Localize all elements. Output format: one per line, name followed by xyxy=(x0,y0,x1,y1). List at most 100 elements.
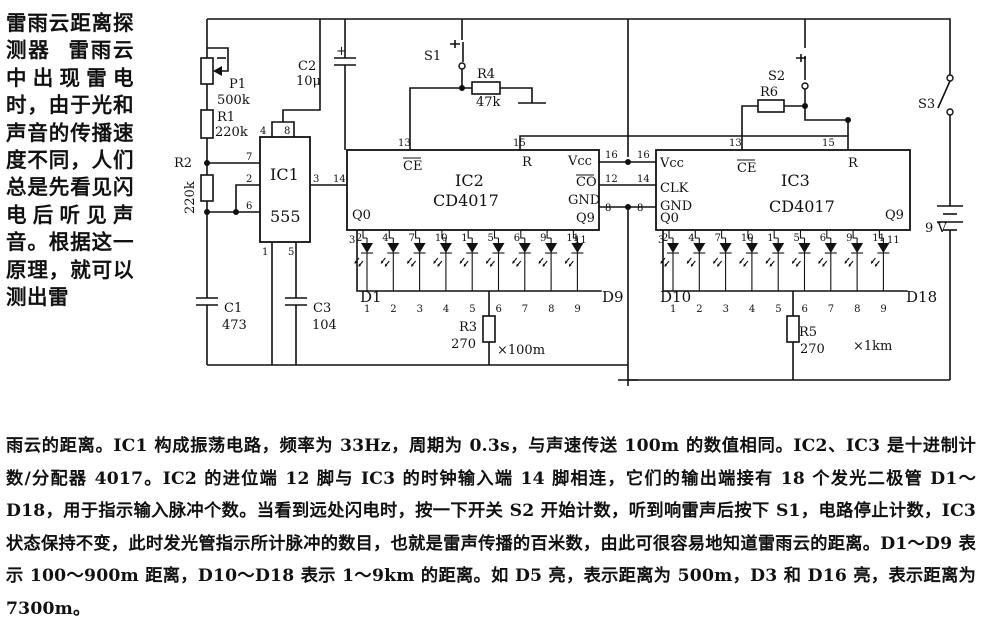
p1-label: P1 xyxy=(229,77,246,92)
ic3-pin-label: 4 xyxy=(688,233,694,244)
ic3-pin-label: 5 xyxy=(794,233,800,244)
c2-value: 10μ xyxy=(296,74,321,89)
ic3-led-number: 4 xyxy=(749,304,755,315)
resistor-r5: R5 270 xyxy=(786,291,825,380)
p1-value: 500k xyxy=(217,93,250,108)
resistor-r1: R1 220k xyxy=(200,109,248,163)
s1-label: S1 xyxy=(424,49,441,64)
switch-s3: S3 xyxy=(918,74,954,206)
resistor-r2: R2 220k xyxy=(174,156,214,214)
r5-value: 270 xyxy=(800,342,825,357)
ic1-pin6: 6 xyxy=(246,201,252,212)
resistor-r6: R6 xyxy=(757,85,785,113)
ic1-pin1: 1 xyxy=(262,247,268,258)
ic3-pin-label: 1 xyxy=(767,233,773,244)
ic2-q0-label: Q0 xyxy=(352,208,371,223)
ic1-pin2: 2 xyxy=(246,174,252,185)
ic2-pin-label: 1 xyxy=(461,233,467,244)
ic2-pin-label: 10 xyxy=(435,233,448,244)
capacitor-c3: C3 104 xyxy=(285,297,337,365)
circuit-diagram: P1 500k R1 220k R2 220k C1 473 IC1 555 4… xyxy=(174,18,963,386)
ic3-led-number: 5 xyxy=(775,304,781,315)
ic3-pin-label: 10 xyxy=(741,233,754,244)
s3-label: S3 xyxy=(918,97,935,112)
ic3-led-number: 2 xyxy=(696,304,702,315)
c3-value: 104 xyxy=(312,318,337,333)
resistor-r4: R4 47k xyxy=(471,67,546,110)
r2-value: 220k xyxy=(183,181,198,214)
scale-left: ×100m xyxy=(497,343,545,358)
ic3-pin14: 14 xyxy=(637,174,650,185)
switch-s1: S1 xyxy=(424,19,466,88)
ic1-pin4: 4 xyxy=(260,126,266,137)
ic2-pin-label: 9 xyxy=(540,233,546,244)
ic3-led-number: 7 xyxy=(828,304,834,315)
ic3-led-number: 9 xyxy=(880,304,886,315)
s2-label: S2 xyxy=(768,69,785,84)
ic1-pin8: 8 xyxy=(284,126,290,137)
ic2-led-number: 9 xyxy=(574,304,580,315)
switch-s2: S2 xyxy=(768,19,809,106)
r4-value: 47k xyxy=(476,95,501,110)
ic3-ce-label: CE xyxy=(737,161,756,176)
c1-label: C1 xyxy=(224,301,242,316)
ic1-part: 555 xyxy=(270,207,301,226)
ic3-pin-label: 9 xyxy=(846,233,852,244)
ic2-led-number: 5 xyxy=(469,304,475,315)
ic2-q9-label: Q9 xyxy=(576,211,595,226)
ic2-pin14: 14 xyxy=(333,174,346,185)
ic3-q0-label: Q0 xyxy=(660,211,679,226)
ic3-cd4017: IC3 CD4017 CE R Vcc CLK GND Q0 Q9 13 15 … xyxy=(637,138,911,246)
r3-label: R3 xyxy=(459,320,477,335)
ic3-clk-label: CLK xyxy=(660,181,689,196)
svg-text:+: + xyxy=(336,44,347,59)
ic2-led-number: 2 xyxy=(390,304,396,315)
ic2-led-number: 7 xyxy=(522,304,528,315)
r1-value: 220k xyxy=(215,125,248,140)
resistor-r3: R3 270 xyxy=(451,291,496,365)
ic2-pin-label: 7 xyxy=(409,233,415,244)
ic3-part: CD4017 xyxy=(769,197,835,216)
ic3-pin3: 3 xyxy=(658,235,664,246)
ic2-pin12: 12 xyxy=(605,174,618,185)
ic1-pin7: 7 xyxy=(246,152,252,163)
ic3-pin-label: 11 xyxy=(872,233,885,244)
ic2-co-label: CO xyxy=(576,175,597,190)
ic3-r-label: R xyxy=(848,156,859,171)
side-paragraph-body: 雷雨云中出现雷电时，由于光和声音的传播速度不同，人们总是先看见闪电后听见声音。根… xyxy=(6,38,135,310)
ic2-pin-label: 6 xyxy=(514,233,520,244)
ic3-vcc-label: Vcc xyxy=(659,156,684,171)
ic2-pin3: 3 xyxy=(349,235,355,246)
ic3-led-number: 3 xyxy=(723,304,729,315)
ic2-pin-label: 4 xyxy=(382,233,388,244)
ic3-pin16: 16 xyxy=(637,150,650,161)
ic3-gnd-label: GND xyxy=(660,199,692,214)
ic2-pin8: 8 xyxy=(605,203,611,214)
ic2-led-number: 3 xyxy=(417,304,423,315)
ic3-pin-label: 6 xyxy=(820,233,826,244)
c2-label: C2 xyxy=(298,59,316,74)
d9-label: D9 xyxy=(602,288,624,306)
d10-label: D10 xyxy=(660,288,691,306)
ic1-name: IC1 xyxy=(270,165,299,184)
c1-value: 473 xyxy=(222,318,247,333)
ic2-r-label: R xyxy=(522,155,533,170)
ic2-pin13: 13 xyxy=(398,138,411,149)
r1-label: R1 xyxy=(217,110,235,125)
ic3-pin13: 13 xyxy=(729,138,742,149)
r6-label: R6 xyxy=(760,85,778,100)
capacitor-c1: C1 473 xyxy=(196,297,247,365)
d18-label: D18 xyxy=(906,288,937,306)
ic2-cd4017: IC2 CD4017 CE R Vcc CO GND Q0 Q9 13 15 1… xyxy=(346,138,618,246)
ic2-pin11: 11 xyxy=(574,235,587,246)
ic2-gnd-label: GND xyxy=(568,193,600,208)
ic1-pin5: 5 xyxy=(288,247,294,258)
ic3-pin11: 11 xyxy=(887,235,900,246)
r2-label: R2 xyxy=(174,156,192,171)
d1-label: D1 xyxy=(360,288,382,306)
article-title: 雷雨云距离探测器 xyxy=(6,11,134,63)
ic3-led-number: 1 xyxy=(670,304,676,315)
ic2-vcc-label: Vcc xyxy=(567,154,592,169)
